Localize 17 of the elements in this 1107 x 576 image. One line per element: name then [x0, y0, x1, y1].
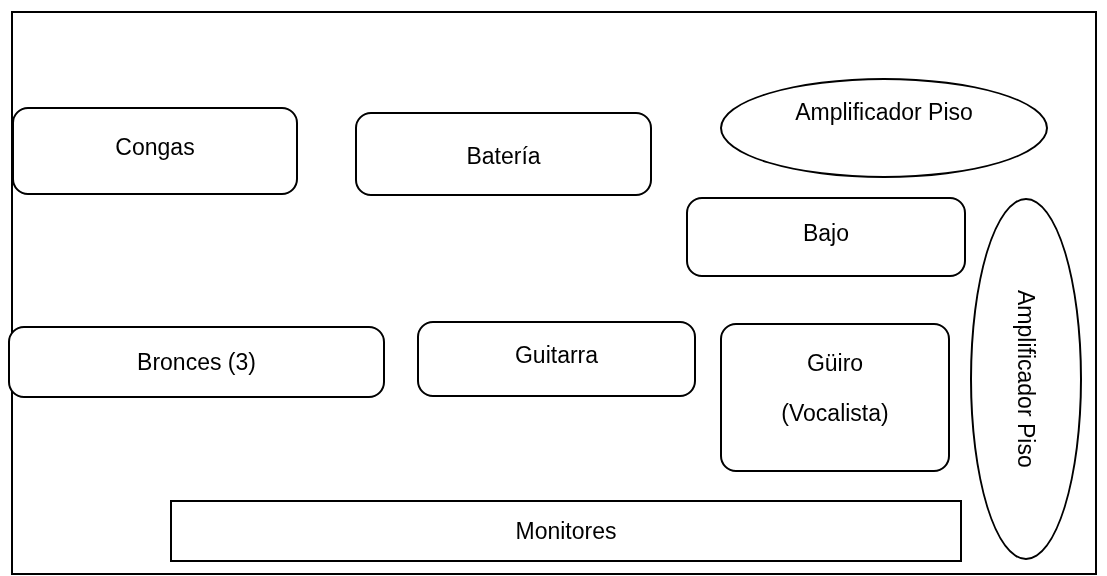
node-label: (Vocalista) — [781, 399, 889, 427]
node-label: Amplificador Piso — [1012, 289, 1040, 470]
node-label: Bajo — [802, 219, 849, 247]
rounded-box — [355, 112, 652, 196]
node-label: Monitores — [515, 517, 617, 545]
rounded-box — [12, 107, 298, 195]
node-label: Güiro — [806, 349, 864, 377]
rounded-box — [8, 326, 385, 398]
rounded-box — [720, 323, 950, 472]
node-label: Guitarra — [514, 341, 599, 369]
node-label: Batería — [466, 142, 541, 170]
rounded-box — [686, 197, 966, 277]
node-label: Amplificador Piso — [794, 98, 974, 126]
rounded-box — [417, 321, 696, 397]
node-label: Congas — [115, 133, 195, 161]
node-label: Bronces (3) — [137, 348, 256, 376]
rectangle-box — [170, 500, 962, 562]
